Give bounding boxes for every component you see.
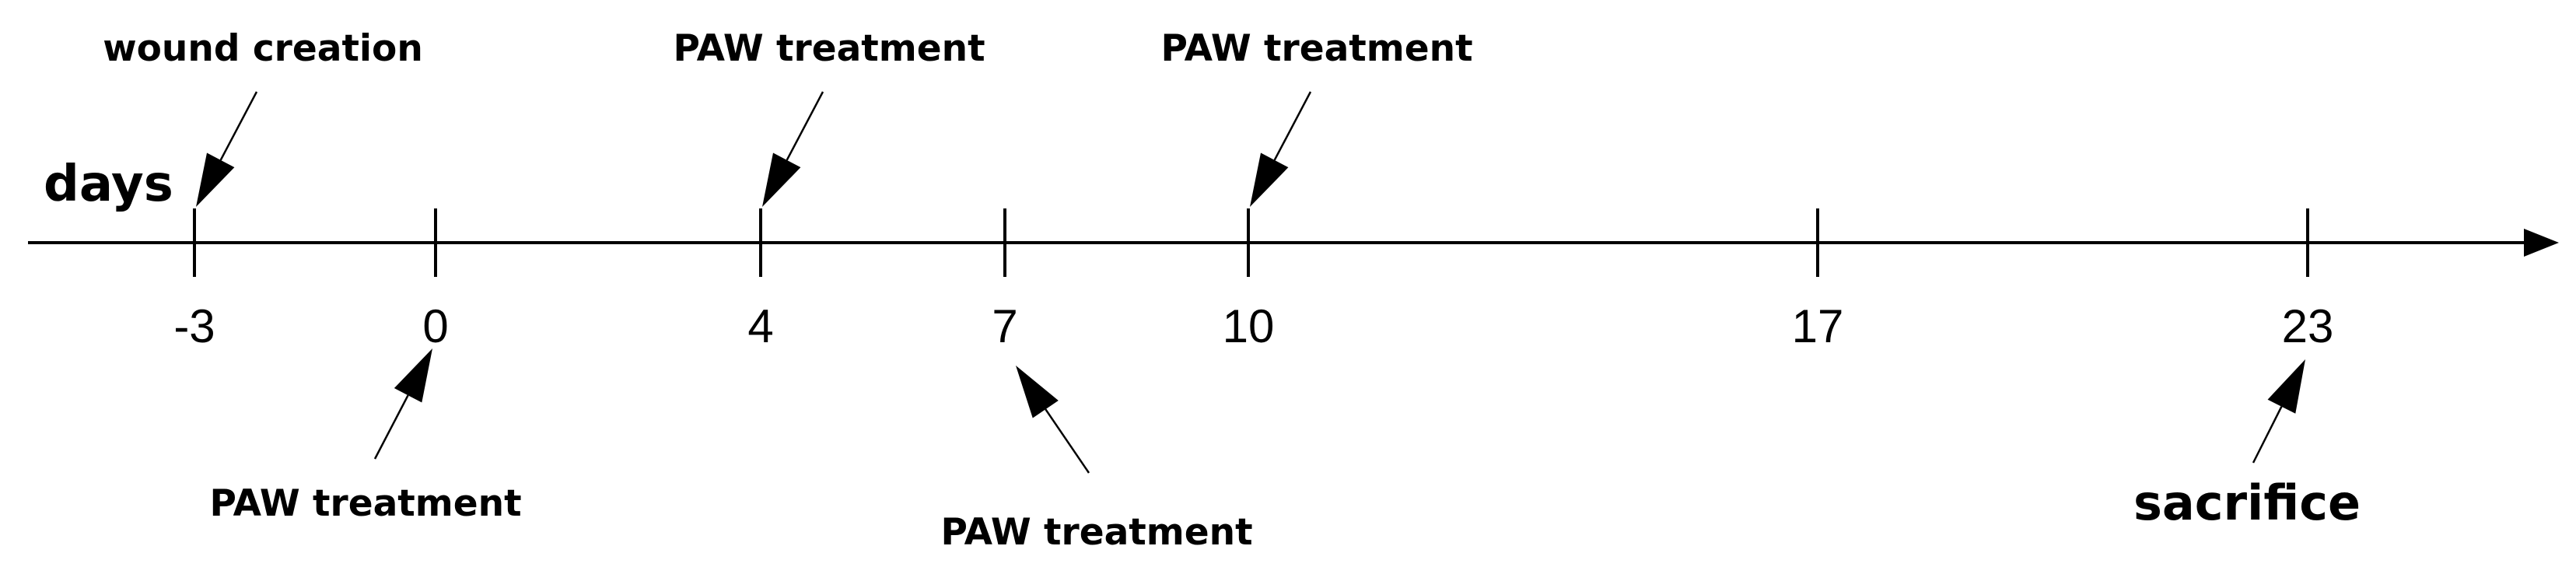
event-marker: PAW treatment: [673, 27, 985, 207]
arrow-shaft: [1273, 91, 1312, 161]
event-label: PAW treatment: [1160, 27, 1472, 70]
tick-label: 4: [747, 300, 773, 352]
axis-arrowhead: [2524, 229, 2559, 257]
axis-title: days: [44, 156, 173, 213]
tick-label: 7: [992, 300, 1017, 352]
arrowhead: [1250, 152, 1289, 207]
arrowhead: [196, 152, 235, 207]
arrow-shaft: [373, 394, 409, 460]
tick-label: -3: [173, 300, 215, 352]
arrowhead: [1016, 366, 1059, 418]
tick-label: 10: [1223, 300, 1275, 352]
arrow-shaft: [786, 91, 824, 161]
arrow-shaft: [2252, 406, 2283, 464]
event-label: wound creation: [103, 27, 423, 70]
event-marker: PAW treatment: [940, 366, 1253, 554]
event-marker: sacrifice: [2133, 359, 2361, 531]
event-label: sacrifice: [2133, 474, 2361, 531]
tick-label: 23: [2282, 300, 2334, 352]
event-label: PAW treatment: [940, 511, 1252, 554]
arrow-shaft: [1045, 408, 1090, 474]
event-marker: PAW treatment: [1160, 27, 1473, 207]
arrowhead: [762, 152, 801, 207]
arrow-shaft: [219, 91, 258, 161]
event-marker: wound creation: [103, 27, 423, 207]
arrowhead: [394, 348, 432, 403]
event-marker: PAW treatment: [209, 348, 522, 525]
tick-label: 0: [422, 300, 448, 352]
tick-group: -3 0 4 7 10 17 23: [173, 208, 2333, 352]
tick-label: 17: [1792, 300, 1844, 352]
event-label: PAW treatment: [209, 482, 521, 525]
arrowhead: [2267, 359, 2305, 414]
event-label: PAW treatment: [673, 27, 985, 70]
